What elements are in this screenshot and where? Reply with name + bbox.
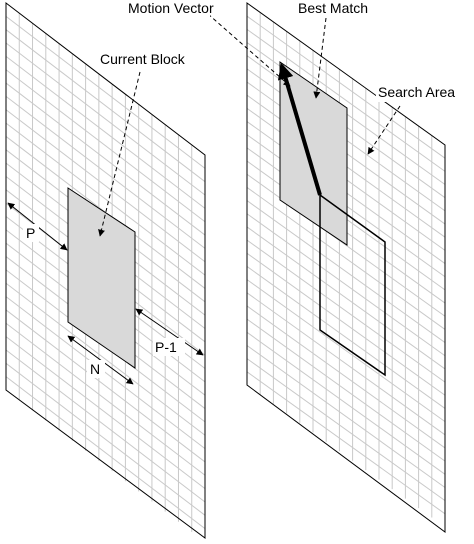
p-minus-1-label: P-1 [155,339,177,355]
current-block-label-bg [98,50,208,69]
current-block-label: Current Block [100,51,186,67]
grid-line [246,371,446,515]
grid-line [246,226,446,370]
grid-line [5,55,206,209]
grid-line [5,376,206,530]
grid-line [246,331,446,475]
grid-line [5,96,206,249]
motion-vector-label-bg [126,0,210,17]
best-match-label: Best Match [298,0,368,16]
reference-frame [246,2,446,533]
p-minus-1-label-bg [153,338,185,356]
grid-line [5,82,206,236]
grid-line [246,292,446,436]
grid-line [5,69,206,223]
grid-line [246,266,446,409]
n-label-bg [87,360,105,378]
grid-line [246,279,446,423]
colocated-block-outline [319,193,386,377]
grid-line [5,122,206,276]
grid-line [5,362,206,516]
grid-line [246,252,446,396]
motion-vector-label: Motion Vector [128,0,214,16]
grid-line [5,349,206,503]
grid-line [246,305,446,449]
grid-line [5,322,206,476]
grid-line [246,15,446,159]
search-area-pointer [367,105,401,155]
best-match-label-bg [296,0,368,17]
grid-line [246,239,446,383]
best-match-block [279,61,348,246]
p-label: P [26,225,35,241]
search-area-label-bg [376,83,474,102]
grid-line [246,318,446,462]
dimension-p-minus-1-arrow [135,308,204,356]
p-label-bg [23,224,39,242]
n-label: N [90,361,100,377]
grid-line [246,187,446,330]
current-block [67,187,136,369]
grid-line [5,42,206,196]
search-area-label: Search Area [378,84,455,100]
grid-line [246,200,446,343]
grid-line [246,345,446,488]
grid-line [246,28,446,172]
grid-line [5,15,206,169]
grid-line [246,213,446,357]
current-frame-border [5,1,206,539]
current-block-pointer [98,71,141,237]
grid-line [5,109,206,263]
grid-line [5,309,206,463]
motion-vector-arrow [277,62,322,196]
grid-line [5,29,206,183]
grid-line [5,336,206,490]
grid-line [246,358,446,502]
